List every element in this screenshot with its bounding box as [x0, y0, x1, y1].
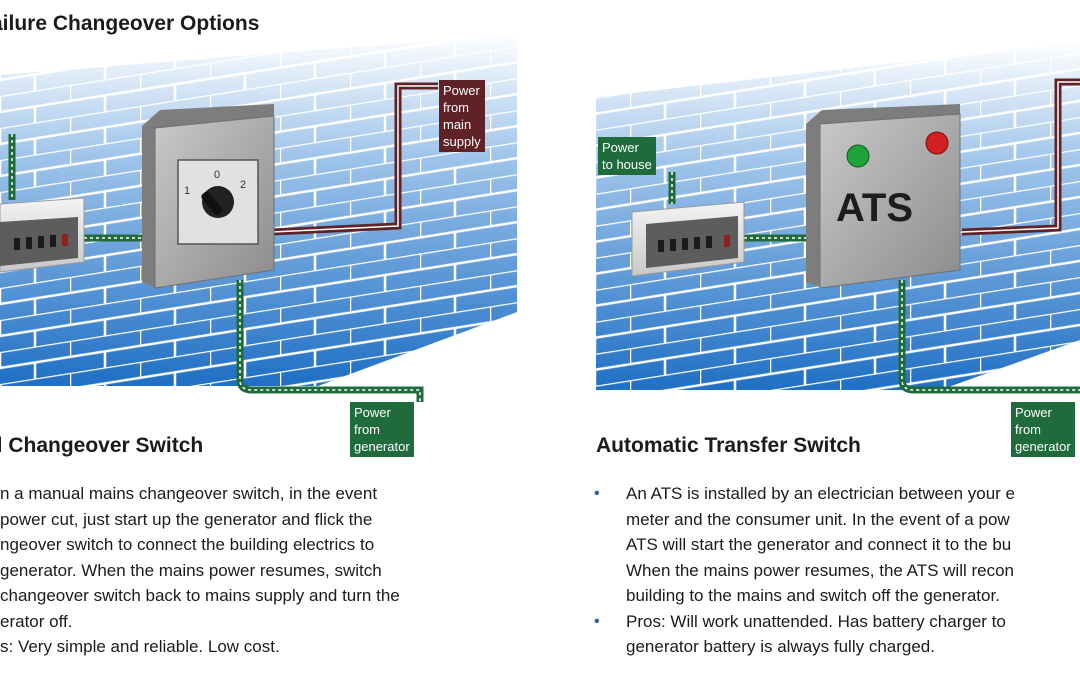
label-power-from-generator-right: Power from generator	[1011, 402, 1075, 457]
left-generator-cable	[8, 134, 424, 402]
manual-switch-description: n a manual mains changeover switch, in t…	[0, 481, 490, 660]
bullet-dot: •	[594, 612, 600, 630]
label-power-from-main-supply: Power from main supply	[439, 80, 485, 152]
ats-description: • An ATS is installed by an electrician …	[594, 481, 1080, 660]
ats-red-indicator	[925, 131, 949, 155]
ats-box-label: ATS	[836, 186, 914, 230]
right-mains-cable	[961, 78, 1080, 236]
list-item: n a manual mains changeover switch, in t…	[0, 484, 400, 631]
list-item: • An ATS is installed by an electrician …	[594, 481, 1080, 609]
consumer-unit-left	[0, 197, 85, 273]
right-generator-cable	[668, 172, 1080, 394]
switch-position-1: 1	[184, 185, 190, 197]
switch-position-0: 0	[214, 169, 220, 181]
ats-box	[806, 104, 961, 289]
switch-position-2: 2	[240, 179, 246, 191]
bullet-dot: •	[594, 485, 600, 502]
changeover-switch	[142, 104, 275, 289]
list-item: s: Very simple and reliable. Low cost.	[0, 637, 280, 656]
left-mains-cable	[271, 82, 438, 236]
ats-title: Automatic Transfer Switch	[596, 434, 861, 457]
page-title: ailure Changeover Options	[0, 12, 260, 35]
list-item: • Pros: Will work unattended. Has batter…	[594, 609, 1080, 660]
label-power-to-house: Power to house	[598, 137, 656, 175]
manual-switch-title: al Changeover Switch	[0, 434, 204, 457]
consumer-unit-right	[631, 201, 745, 277]
ats-green-indicator	[846, 144, 870, 168]
label-power-from-generator-left: Power from generator	[350, 402, 414, 457]
